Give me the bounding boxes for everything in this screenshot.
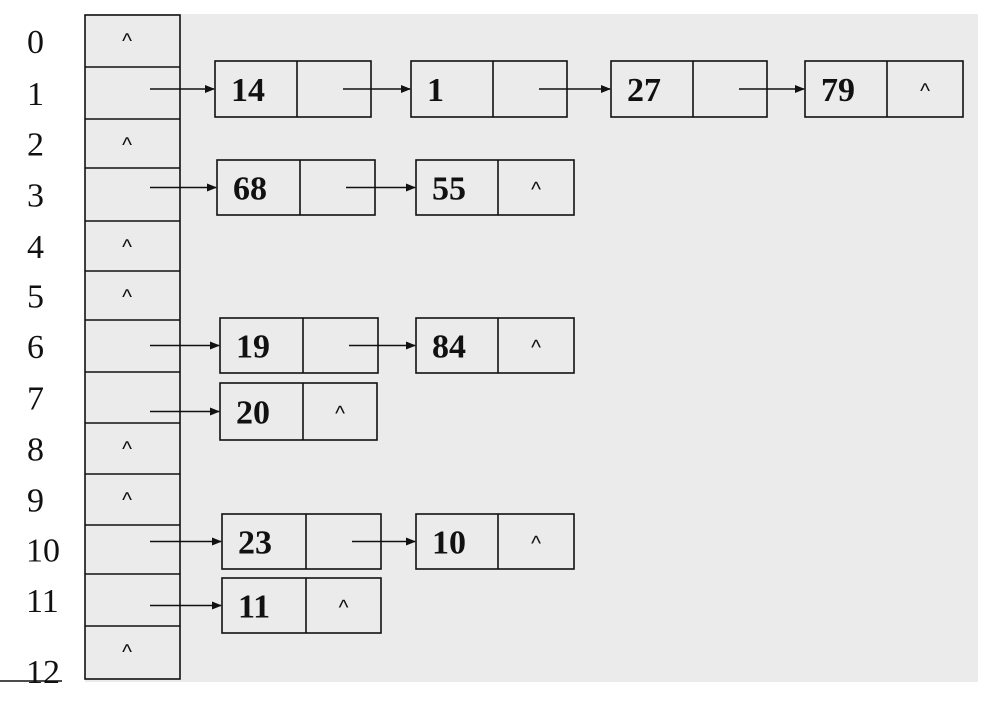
- slot-index-label: 4: [27, 229, 44, 266]
- null-pointer-symbol: ^: [920, 80, 930, 103]
- slot-index-label: 1: [27, 76, 44, 113]
- null-pointer-symbol: ^: [122, 641, 132, 664]
- null-pointer-symbol: ^: [122, 489, 132, 512]
- slot-index-label: 2: [27, 127, 44, 164]
- list-node: 10 ^: [415, 513, 575, 570]
- node-key: 27: [627, 72, 661, 109]
- diagram-background: [85, 14, 978, 682]
- slot-index-label: 11: [26, 583, 59, 620]
- node-key: 11: [238, 589, 270, 626]
- null-pointer-symbol: ^: [531, 337, 541, 360]
- node-key: 79: [821, 72, 855, 109]
- null-pointer-symbol: ^: [122, 30, 132, 53]
- null-pointer-symbol: ^: [122, 438, 132, 461]
- node-key: 1: [427, 72, 444, 109]
- slot-index-label: 8: [27, 432, 44, 469]
- node-key: 14: [231, 72, 265, 109]
- list-node: 68: [216, 159, 376, 216]
- node-key: 55: [432, 171, 466, 208]
- slot-index-label: 5: [27, 279, 44, 316]
- node-key: 20: [236, 395, 270, 432]
- slot-index-label: 0: [27, 24, 44, 61]
- node-key: 84: [432, 329, 466, 366]
- null-pointer-symbol: ^: [335, 403, 345, 426]
- slot-index-label: 12: [26, 654, 60, 691]
- node-box: [415, 513, 575, 570]
- null-pointer-symbol: ^: [122, 134, 132, 157]
- list-node: 84 ^: [415, 317, 575, 374]
- slot-index-label: 7: [27, 381, 44, 418]
- null-pointer-symbol: ^: [531, 533, 541, 556]
- node-key: 23: [238, 525, 272, 562]
- node-box: [219, 382, 378, 441]
- null-pointer-symbol: ^: [339, 597, 349, 620]
- slot-index-label: 9: [27, 483, 44, 520]
- node-key: 68: [233, 171, 267, 208]
- node-box: [415, 317, 575, 374]
- node-box: [415, 159, 575, 216]
- node-box: [221, 577, 382, 634]
- list-node: 11 ^: [221, 577, 382, 634]
- slot-index-label: 10: [26, 533, 60, 570]
- slot-index-label: 3: [27, 178, 44, 215]
- list-node: 55 ^: [415, 159, 575, 216]
- null-pointer-symbol: ^: [122, 236, 132, 259]
- node-key: 19: [236, 329, 270, 366]
- slot-index-label: 6: [27, 329, 44, 366]
- null-pointer-symbol: ^: [122, 286, 132, 309]
- hash-table-column: [84, 14, 181, 680]
- node-box: [804, 60, 964, 118]
- list-node: 20 ^: [219, 382, 378, 441]
- null-pointer-symbol: ^: [531, 179, 541, 202]
- list-node: 27: [610, 60, 768, 118]
- list-node: 79 ^: [804, 60, 964, 118]
- node-key: 10: [432, 525, 466, 562]
